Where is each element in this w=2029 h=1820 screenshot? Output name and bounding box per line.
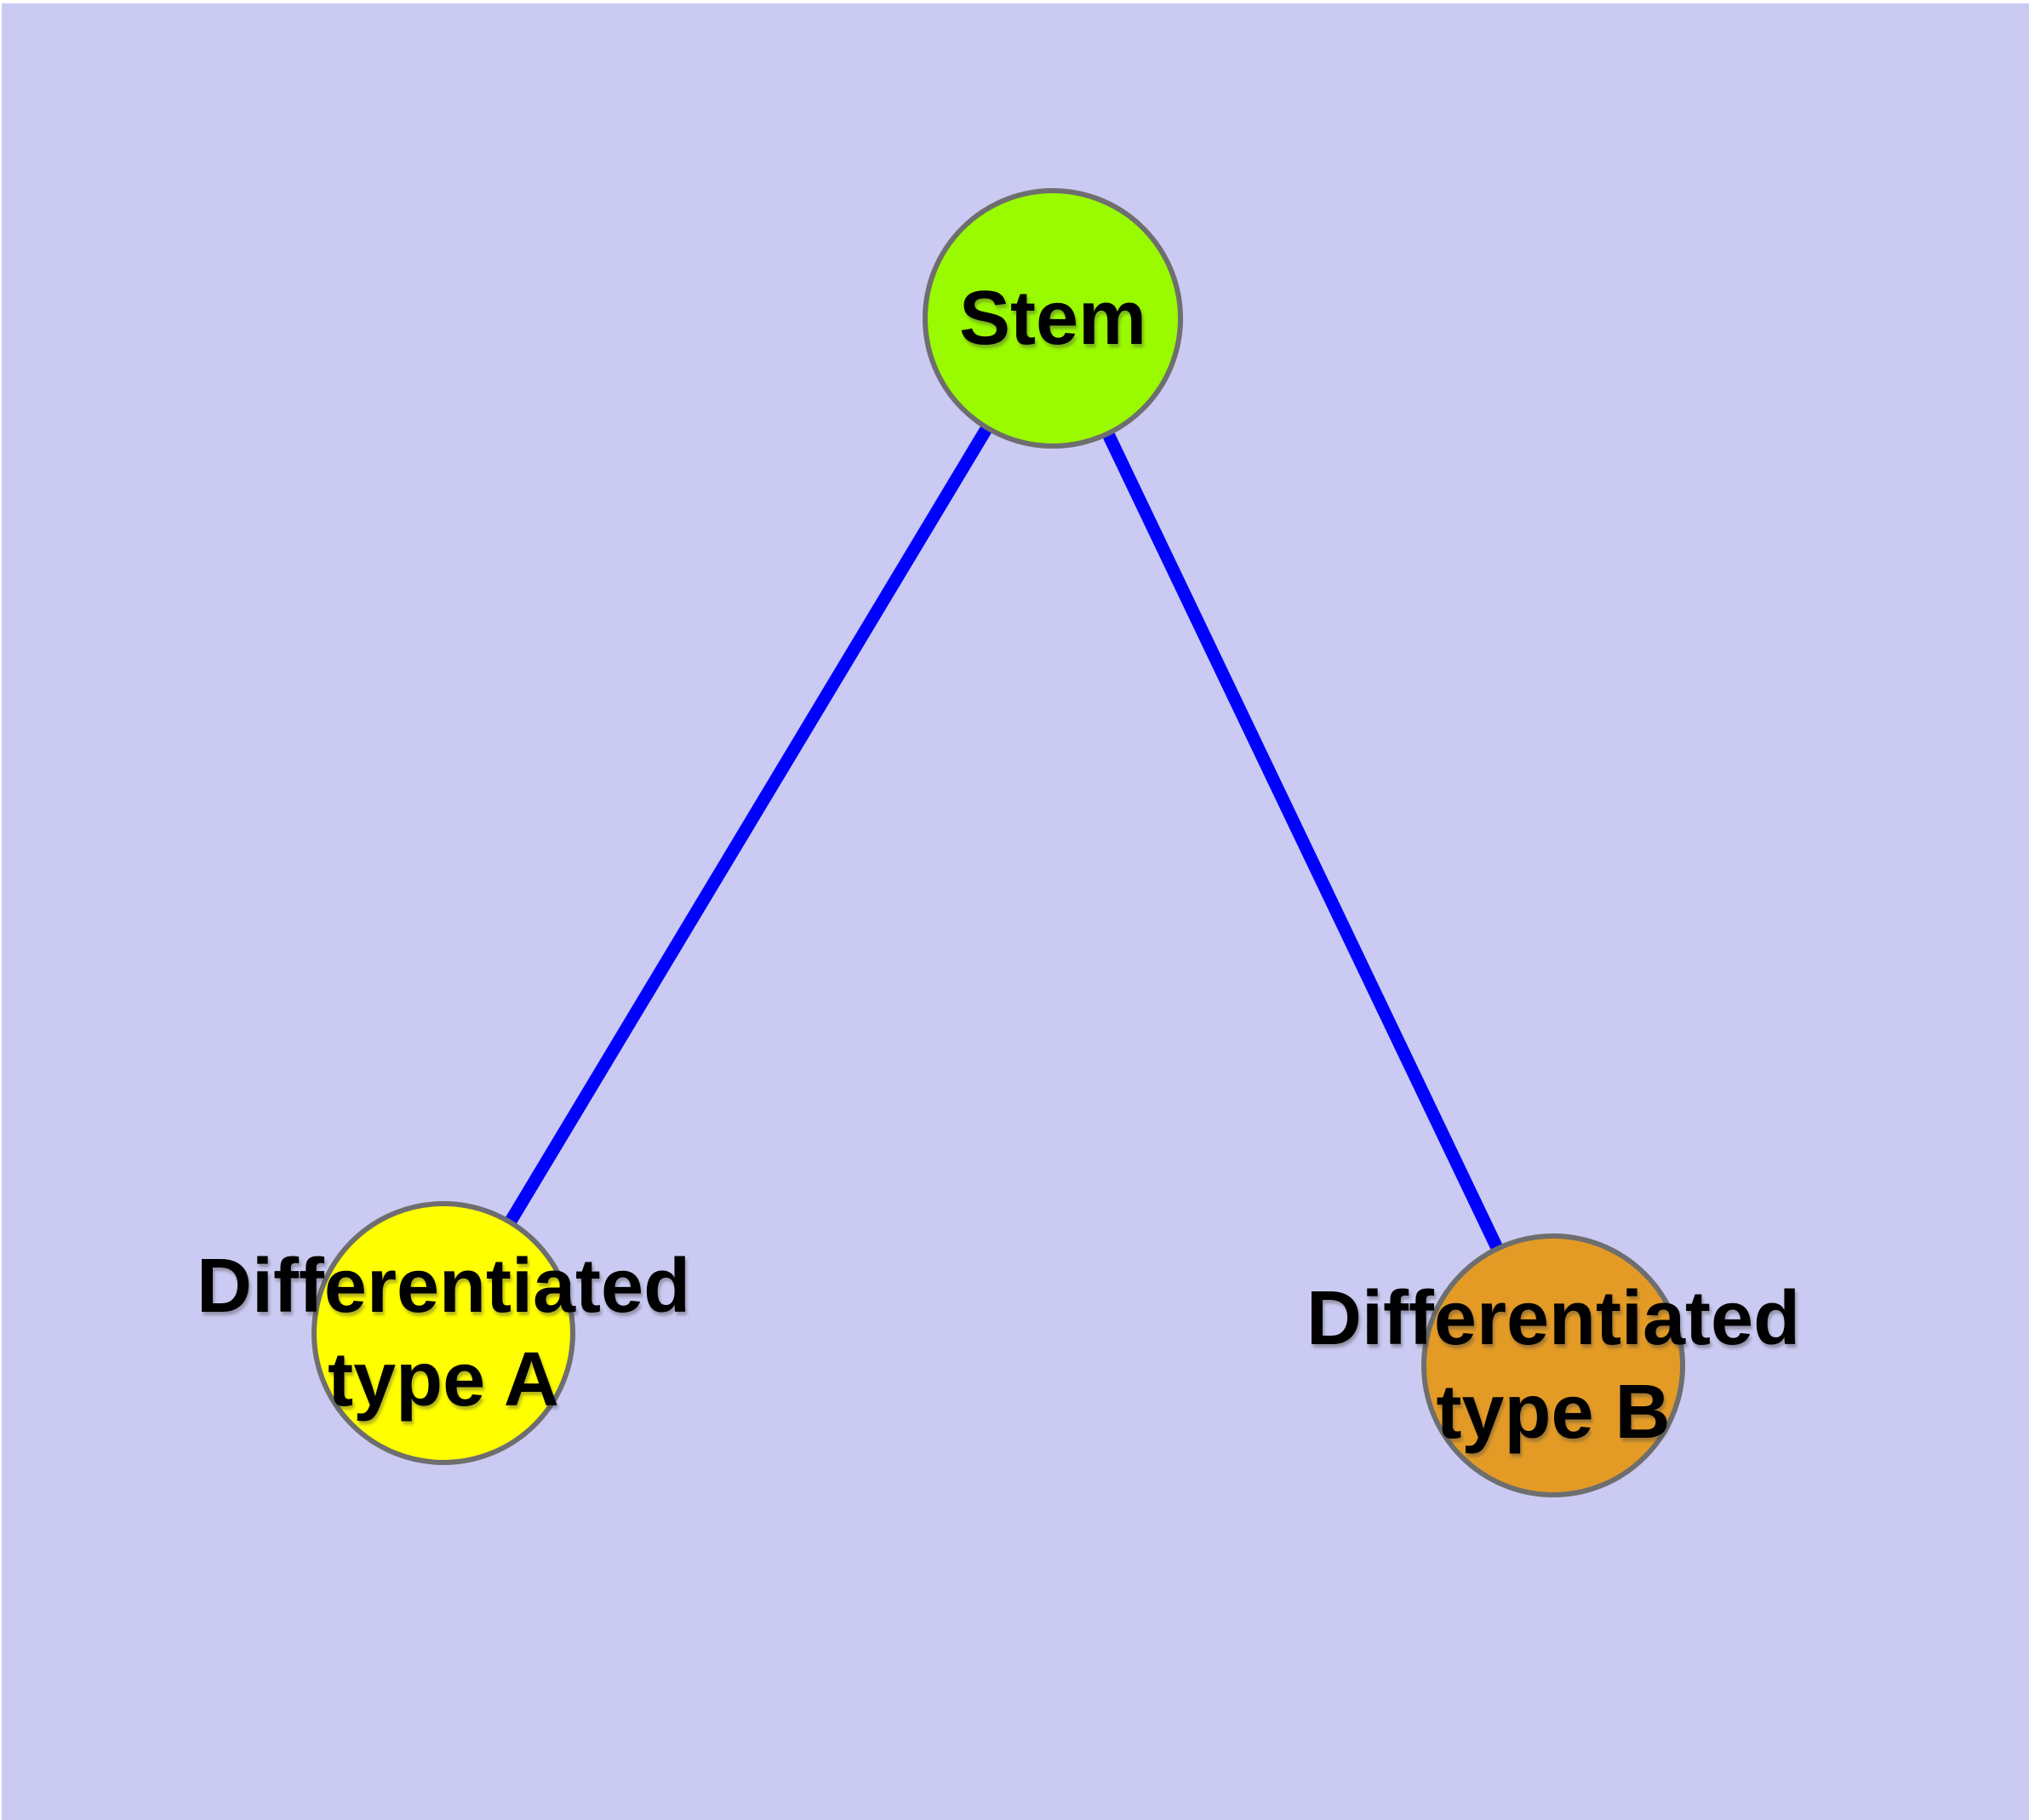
node-circle-type-b <box>1421 1233 1685 1497</box>
node-label-stem: Stem <box>959 272 1146 365</box>
edge-stem-type-a <box>437 315 1059 1336</box>
node-label-line: Stem <box>958 276 1147 361</box>
node-label-type-b: Differentiated type B <box>1306 1272 1800 1459</box>
node-circle-stem <box>923 188 1183 449</box>
node-label-line: type B <box>1436 1370 1671 1455</box>
node-label-line: Differentiated <box>1306 1276 1801 1361</box>
edge-stem-type-b <box>1047 315 1559 1369</box>
node-label-type-a: Differentiated type A <box>197 1239 690 1427</box>
node-circle-type-a <box>311 1201 575 1465</box>
node-label-line: type A <box>328 1337 559 1422</box>
node-label-line: Differentiated <box>196 1244 691 1329</box>
